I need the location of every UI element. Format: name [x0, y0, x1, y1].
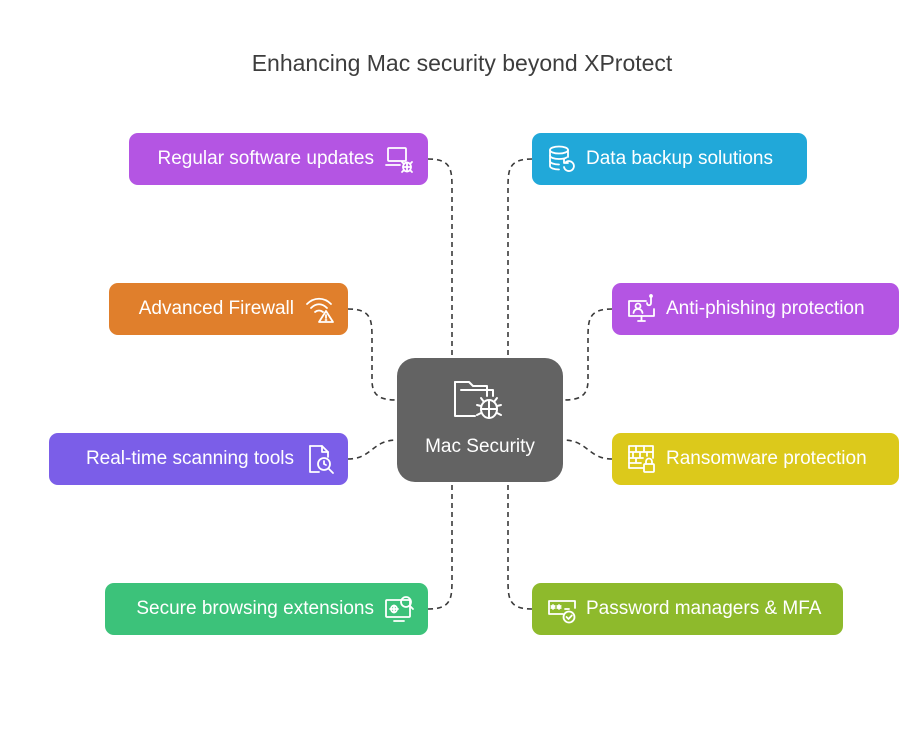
connector-browsing: [427, 482, 453, 610]
folder-bug-icon: [454, 381, 502, 419]
node-label: Password managers & MFA: [586, 598, 822, 619]
connector-backup: [507, 158, 533, 358]
center-label: Mac Security: [425, 436, 535, 457]
node-real-time-scanning-tools: Real-time scanning tools: [49, 433, 348, 485]
monitor-bug-search-icon: [384, 593, 416, 625]
node-label: Regular software updates: [157, 148, 374, 169]
wifi-warning-icon: [304, 293, 336, 325]
laptop-bug-icon: [384, 143, 416, 175]
connector-phishing: [562, 308, 613, 401]
node-label: Advanced Firewall: [138, 298, 294, 319]
node-label: Data backup solutions: [586, 148, 773, 169]
monitor-phishing-icon: [626, 293, 658, 325]
connector-password: [507, 482, 533, 610]
node-anti-phishing-protection: Anti-phishing protection: [612, 283, 899, 335]
document-search-clock-icon: [304, 443, 336, 475]
password-check-icon: [546, 593, 578, 625]
node-regular-software-updates: Regular software updates: [129, 133, 428, 185]
node-label: Real-time scanning tools: [85, 448, 294, 469]
node-label: Anti-phishing protection: [666, 298, 865, 319]
node-advanced-firewall: Advanced Firewall: [109, 283, 348, 335]
connector-firewall: [347, 308, 398, 401]
database-refresh-icon: [546, 143, 578, 175]
connector-software-updates: [427, 158, 453, 358]
node-data-backup-solutions: Data backup solutions: [532, 133, 807, 185]
connector-ransomware: [562, 439, 613, 460]
firewall-lock-icon: [626, 443, 658, 475]
node-password-managers-mfa: Password managers & MFA: [532, 583, 843, 635]
node-label: Ransomware protection: [666, 448, 867, 469]
diagram-title: Enhancing Mac security beyond XProtect: [251, 50, 673, 76]
node-label: Secure browsing extensions: [136, 598, 374, 619]
connector-scanning: [347, 439, 398, 460]
node-secure-browsing-extensions: Secure browsing extensions: [105, 583, 428, 635]
node-ransomware-protection: Ransomware protection: [612, 433, 899, 485]
center-node: Mac Security: [397, 358, 563, 482]
